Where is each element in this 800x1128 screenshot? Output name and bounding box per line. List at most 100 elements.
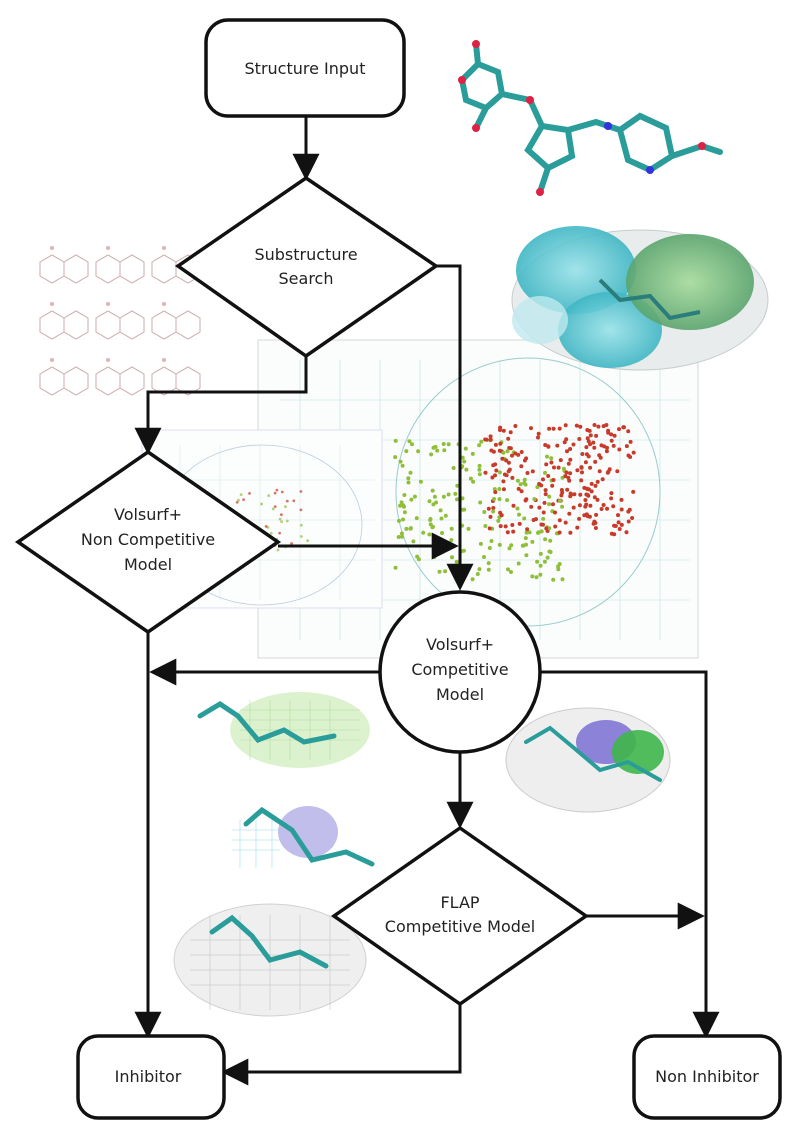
- scatter-point: [511, 503, 516, 508]
- scatter-point: [536, 435, 540, 440]
- scatter-point: [433, 444, 438, 449]
- scatter-point: [416, 557, 421, 562]
- scatter-point: [443, 569, 448, 574]
- scatter-point: [498, 524, 503, 529]
- scatter-point: [571, 442, 576, 447]
- scatter-point: [551, 502, 555, 507]
- scatter-point: [429, 452, 434, 457]
- scatter-point: [609, 496, 614, 501]
- scatter-point: [543, 470, 547, 475]
- scatter-point: [299, 490, 303, 493]
- scatter-point: [477, 467, 482, 472]
- scatter-point: [446, 442, 451, 447]
- scatter-point: [412, 494, 417, 499]
- scatter-point: [557, 518, 562, 523]
- scatter-point: [402, 493, 407, 497]
- scatter-point: [437, 569, 442, 574]
- scatter-point: [588, 442, 592, 447]
- scatter-point: [278, 531, 281, 535]
- scatter-point: [498, 425, 503, 430]
- scatter-point: [239, 493, 243, 496]
- scatter-point: [592, 445, 597, 450]
- scatter-point: [565, 487, 570, 492]
- scatter-point: [280, 520, 283, 524]
- scatter-point: [530, 539, 535, 544]
- node-volsurf-competitive: Volsurf+ Competitive Model: [378, 590, 542, 754]
- flow-connectors: [134, 116, 720, 1086]
- scatter-point: [509, 543, 514, 548]
- scatter-point: [606, 430, 611, 435]
- scatter-point: [593, 526, 598, 530]
- scatter-point: [393, 565, 398, 570]
- scatter-point: [604, 423, 609, 427]
- scatter-point: [260, 502, 263, 506]
- scatter-point: [553, 524, 558, 529]
- scatter-point: [482, 555, 486, 559]
- scatter-point: [542, 559, 547, 564]
- scatter-point: [626, 519, 631, 524]
- flap-field-image-1: [197, 692, 370, 768]
- edge-search-to-competitive: [436, 264, 474, 591]
- scatter-point: [502, 472, 507, 477]
- scatter-point: [299, 508, 303, 512]
- scatter-point: [566, 475, 571, 480]
- scatter-point: [589, 489, 594, 494]
- scatter-point: [601, 503, 606, 507]
- scatter-point: [545, 555, 550, 560]
- scatter-point: [558, 458, 563, 463]
- scatter-point: [292, 499, 296, 503]
- scatter-point: [565, 449, 569, 454]
- scatter-point: [559, 493, 564, 498]
- scatter-point: [567, 511, 572, 516]
- scatter-point: [615, 469, 620, 474]
- scatter-point: [491, 449, 496, 454]
- scatter-point: [506, 469, 511, 474]
- scatter-point: [464, 467, 469, 472]
- edge-search-to-noncompetitive: [134, 356, 308, 455]
- scatter-point: [600, 477, 605, 482]
- scatter-point: [398, 503, 403, 508]
- scatter-point: [497, 448, 502, 453]
- scatter-point: [609, 531, 614, 536]
- scatter-point: [468, 476, 473, 481]
- scatter-point: [393, 438, 398, 443]
- scatter-point: [534, 517, 538, 522]
- scatter-point: [404, 449, 409, 454]
- scatter-point: [463, 446, 468, 451]
- scatter-point: [578, 492, 583, 497]
- scatter-point: [519, 489, 524, 494]
- scatter-point: [299, 523, 303, 527]
- scatter-point: [273, 491, 277, 495]
- scatter-point: [486, 561, 491, 566]
- scatter-point: [524, 497, 529, 502]
- node-structure-input-label: Structure Input: [245, 59, 366, 78]
- scatter-point: [477, 472, 482, 477]
- scatter-point: [306, 539, 309, 543]
- scatter-point: [496, 518, 501, 523]
- scatter-point: [402, 510, 407, 515]
- scatter-point: [442, 448, 447, 453]
- scatter-point: [550, 483, 555, 488]
- molecular-surface-image: [511, 226, 769, 371]
- scatter-point: [408, 526, 413, 531]
- scatter-point: [551, 577, 556, 582]
- scatter-point: [404, 526, 409, 531]
- node-flap-competitive-line2: Competitive Model: [385, 917, 535, 936]
- scatter-point: [470, 577, 475, 582]
- scatter-point: [493, 442, 498, 447]
- scatter-point: [517, 521, 522, 526]
- scatter-point: [493, 473, 497, 478]
- scatter-point: [568, 447, 573, 451]
- scatter-point: [599, 507, 604, 511]
- scatter-point: [580, 452, 585, 456]
- scatter-point: [418, 479, 423, 484]
- scatter-point: [493, 462, 498, 467]
- scatter-point: [248, 492, 251, 495]
- scatter-point: [475, 572, 480, 576]
- scatter-point: [556, 465, 561, 470]
- scatter-point: [506, 436, 511, 441]
- scatter-point: [278, 517, 282, 521]
- scatter-point: [628, 455, 633, 459]
- scatter-point: [616, 520, 621, 525]
- scatter-point: [430, 488, 435, 493]
